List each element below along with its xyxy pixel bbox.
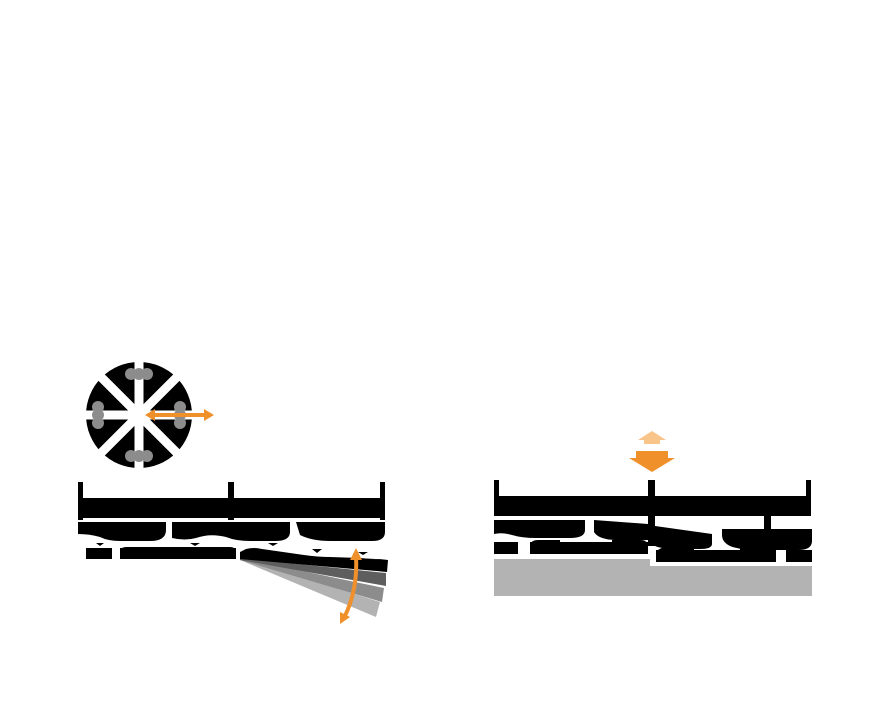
left-bottom-plates (86, 547, 236, 559)
horizontal-double-arrow-icon (145, 409, 214, 421)
right-cushion-row (494, 520, 812, 550)
right-top-frame (494, 480, 811, 546)
right-panel (494, 431, 812, 596)
right-bottom-plates (494, 540, 812, 562)
left-top-frame (78, 482, 385, 520)
bend-arc-arrow-icon (340, 548, 362, 624)
left-cushion-row (78, 522, 385, 546)
ground-block (494, 559, 812, 596)
left-panel (78, 358, 388, 624)
rotary-plate-icon (82, 358, 196, 472)
vertical-double-arrow-icon (629, 431, 675, 472)
left-bend-fan (240, 548, 388, 617)
